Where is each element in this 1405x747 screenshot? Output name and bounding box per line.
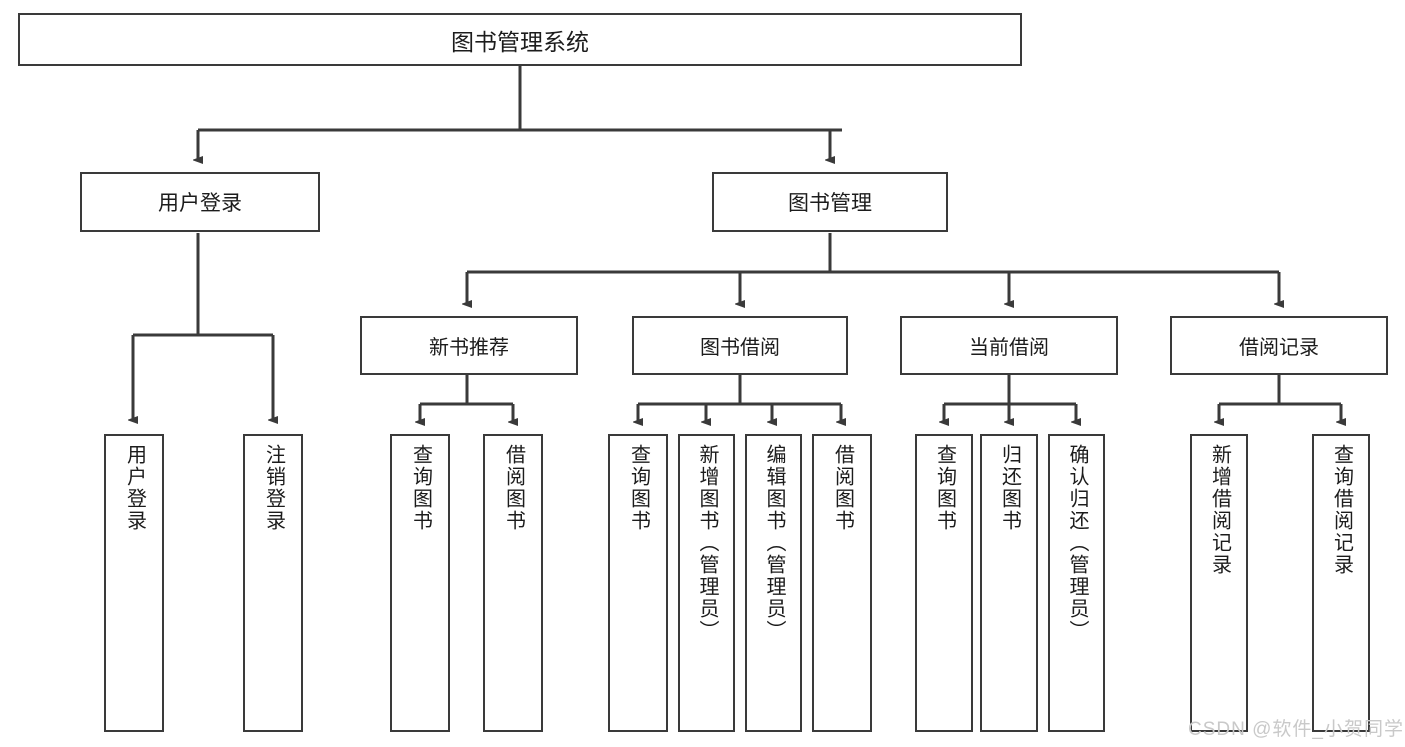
node-label: 归还图书: [998, 444, 1021, 532]
leaf-recommend-borrow-book[interactable]: 借阅图书: [483, 434, 543, 732]
node-root-system[interactable]: 图书管理系统: [18, 13, 1022, 66]
node-label: 当前借阅: [969, 337, 1049, 359]
node-label: 图书管理系统: [451, 28, 589, 55]
leaf-record-add-record[interactable]: 新增借阅记录: [1190, 434, 1248, 732]
leaf-recommend-query-book[interactable]: 查询图书: [390, 434, 450, 732]
node-new-book-recommend[interactable]: 新书推荐: [360, 316, 578, 375]
leaf-borrow-add-book[interactable]: 新增图书（管理员）: [678, 434, 735, 732]
node-borrow-record[interactable]: 借阅记录: [1170, 316, 1388, 375]
node-label: 注销登录: [262, 444, 285, 532]
leaf-borrow-edit-book[interactable]: 编辑图书（管理员）: [745, 434, 802, 732]
node-label: 编辑图书（管理员）: [763, 444, 785, 642]
node-book-borrow[interactable]: 图书借阅: [632, 316, 848, 375]
node-label: 新书推荐: [429, 337, 509, 359]
node-label: 查询图书: [409, 444, 432, 532]
leaf-user-login-logout[interactable]: 注销登录: [243, 434, 303, 732]
leaf-borrow-borrow-book[interactable]: 借阅图书: [812, 434, 872, 732]
leaf-current-query-book[interactable]: 查询图书: [915, 434, 973, 732]
leaf-current-return-book[interactable]: 归还图书: [980, 434, 1038, 732]
node-label: 图书借阅: [700, 337, 780, 359]
node-current-borrow[interactable]: 当前借阅: [900, 316, 1118, 375]
node-book-management[interactable]: 图书管理: [712, 172, 948, 232]
node-label: 用户登录: [123, 444, 146, 532]
node-label: 查询图书: [627, 444, 650, 532]
node-user-login[interactable]: 用户登录: [80, 172, 320, 232]
leaf-user-login-login[interactable]: 用户登录: [104, 434, 164, 732]
node-label: 借阅图书: [831, 444, 854, 532]
node-label: 借阅图书: [502, 444, 525, 532]
node-label: 新增借阅记录: [1208, 444, 1231, 576]
node-label: 用户登录: [158, 192, 242, 215]
leaf-borrow-query-book[interactable]: 查询图书: [608, 434, 668, 732]
node-label: 查询图书: [933, 444, 956, 532]
node-label: 查询借阅记录: [1330, 444, 1353, 576]
node-label: 新增图书（管理员）: [696, 444, 718, 642]
node-label: 确认归还（管理员）: [1066, 444, 1088, 642]
csdn-watermark: CSDN @软件_小贺同学: [1188, 719, 1404, 740]
leaf-current-confirm-return[interactable]: 确认归还（管理员）: [1048, 434, 1105, 732]
leaf-record-query-record[interactable]: 查询借阅记录: [1312, 434, 1370, 732]
node-label: 借阅记录: [1239, 337, 1319, 359]
node-label: 图书管理: [788, 192, 872, 215]
